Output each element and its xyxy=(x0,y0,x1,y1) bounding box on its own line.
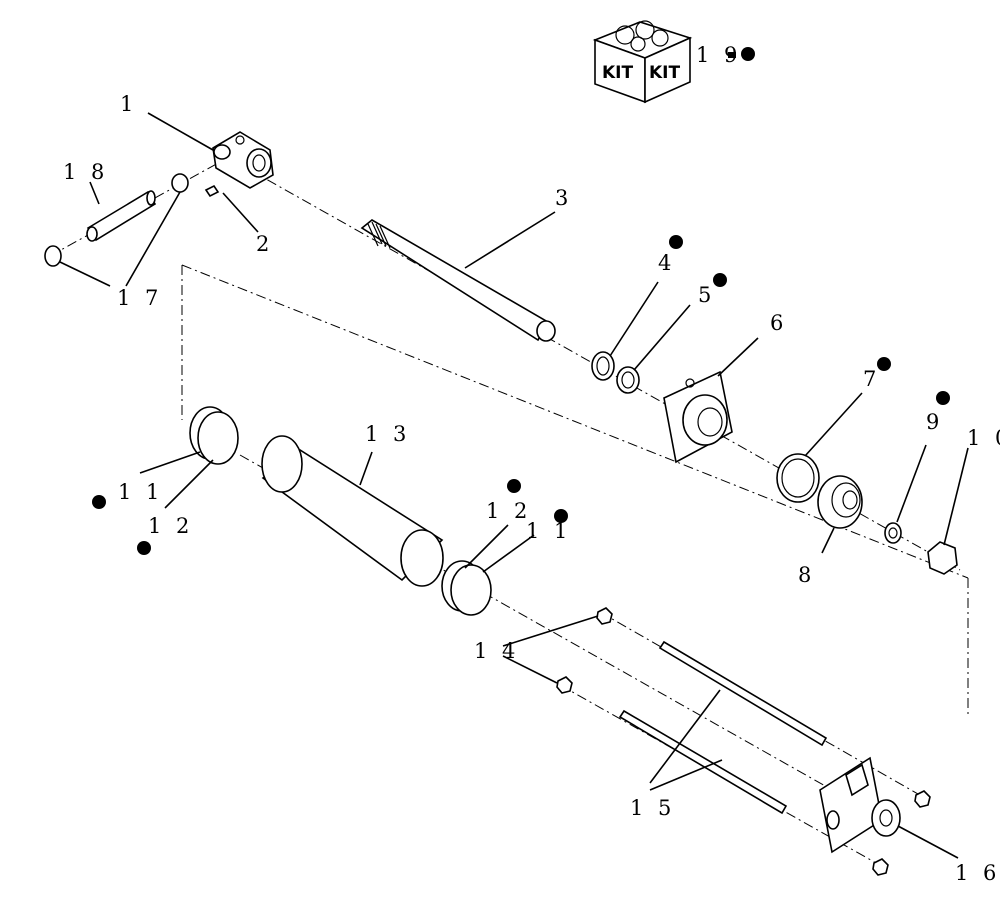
seal-4 xyxy=(591,351,615,381)
callout-11-left: 1 1 xyxy=(118,480,163,504)
retaining-ring-17a xyxy=(171,173,189,193)
gland-part xyxy=(663,370,733,464)
callout-16: 1 6 xyxy=(955,861,1000,885)
callout-18: 1 8 xyxy=(63,160,108,184)
callout-5: 5 xyxy=(698,283,715,307)
kit-box-icon: KIT KIT xyxy=(592,20,693,104)
callout-13: 1 3 xyxy=(365,422,410,446)
seal-5 xyxy=(616,366,640,394)
nut-10 xyxy=(927,541,958,575)
ring-12-left xyxy=(197,411,239,465)
kit-bullets xyxy=(92,47,950,555)
leader-lines xyxy=(59,112,969,859)
piston-part xyxy=(817,475,863,529)
callout-6: 6 xyxy=(770,311,787,335)
callout-8: 8 xyxy=(798,563,815,587)
retaining-ring-17b xyxy=(44,245,62,267)
callout-12-left: 1 2 xyxy=(148,514,193,538)
callout-3: 3 xyxy=(555,186,572,210)
ring-11-right xyxy=(450,564,492,616)
set-screw-part xyxy=(204,184,220,198)
end-cap-part xyxy=(819,756,901,854)
kit-label-left: KIT xyxy=(602,63,633,83)
washer-9 xyxy=(884,522,902,544)
barrel-part xyxy=(261,435,444,587)
callout-17: 1 7 xyxy=(117,286,162,310)
callout-19: 1 9 xyxy=(696,43,741,67)
piston-rod-part xyxy=(360,219,556,342)
nut-14a xyxy=(596,607,613,625)
callout-7: 7 xyxy=(863,367,880,391)
end-nut-b xyxy=(872,858,889,876)
kit-label-right: KIT xyxy=(649,63,680,83)
callout-11-right: 1 1 xyxy=(526,519,571,543)
callout-9: 9 xyxy=(926,410,943,434)
tie-rod-15b xyxy=(618,709,788,815)
callout-12-right: 1 2 xyxy=(486,499,531,523)
end-nut-a xyxy=(914,790,931,808)
callout-14: 1 4 xyxy=(474,639,519,663)
callout-15: 1 5 xyxy=(630,796,675,820)
callout-4: 4 xyxy=(658,251,675,275)
callout-2: 2 xyxy=(256,232,273,256)
o-ring-7 xyxy=(776,453,820,503)
nut-14b xyxy=(556,676,573,694)
clevis-part xyxy=(212,131,274,189)
pin-part xyxy=(86,190,157,242)
callout-10: 1 0 xyxy=(967,426,1000,450)
tie-rod-15a xyxy=(658,640,828,747)
callout-1: 1 xyxy=(120,92,137,116)
